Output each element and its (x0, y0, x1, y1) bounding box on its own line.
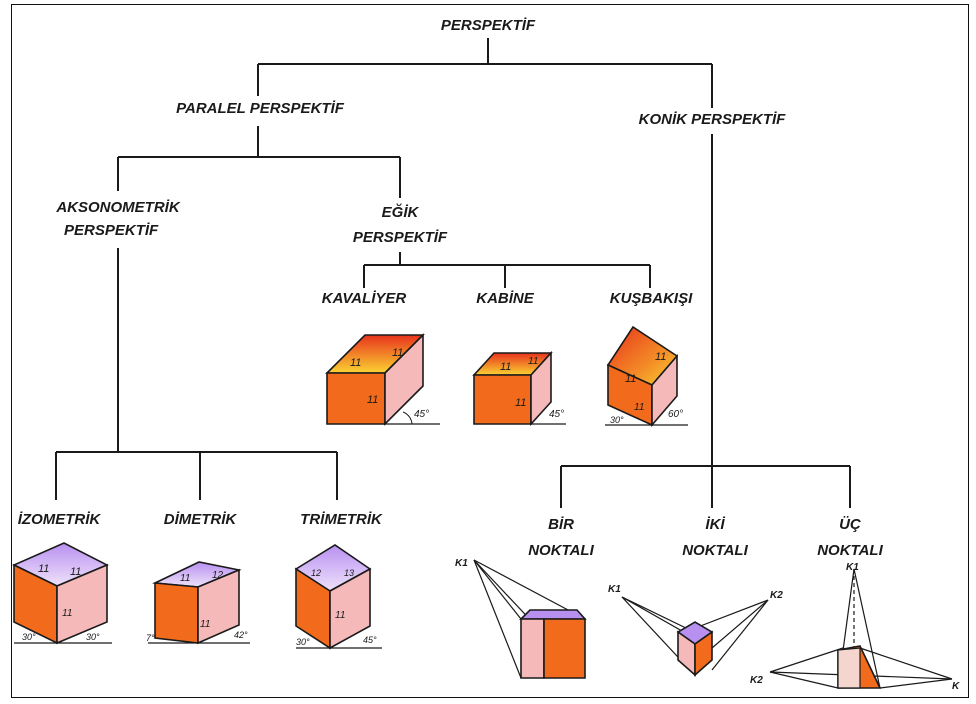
svg-text:11: 11 (367, 394, 378, 406)
uc-noktali-illustration: K1 K2 K (750, 562, 960, 692)
konik-perspektif-label: KONİK PERSPEKTİF (638, 111, 786, 128)
svg-text:30°: 30° (22, 632, 36, 642)
svg-text:45°: 45° (549, 409, 564, 420)
svg-text:11: 11 (70, 566, 81, 578)
kusbakisi-label: KUŞBAKIŞI (609, 290, 693, 307)
svg-text:11: 11 (500, 361, 511, 373)
svg-text:12: 12 (212, 570, 224, 581)
svg-text:K2: K2 (770, 590, 783, 601)
svg-text:11: 11 (634, 402, 644, 413)
uc-noktali-label: ÜÇ NOKTALI (805, 512, 895, 564)
svg-text:11: 11 (180, 573, 190, 584)
svg-text:11: 11 (200, 619, 210, 630)
trimetrik-label: TRİMETRİK (300, 511, 382, 528)
iki-line1: İKİ (705, 516, 725, 533)
svg-text:11: 11 (350, 357, 361, 369)
iki-noktali-illustration: K1 K2 (608, 584, 783, 677)
kabine-cube-illustration: 11 11 11 45° (472, 350, 566, 427)
bir-line2: NOKTALI (528, 542, 594, 559)
svg-text:11: 11 (528, 356, 538, 367)
egik-perspektif-label: EĞİK PERSPEKTİF (330, 200, 470, 250)
egik-line1: EĞİK (381, 204, 419, 221)
aksonometrik-perspektif-label: AKSONOMETRİK PERSPEKTİF (38, 196, 198, 242)
iki-line2: NOKTALI (682, 542, 748, 559)
izometrik-cube-illustration: 11 11 11 30° 30° (12, 542, 112, 645)
svg-text:K1: K1 (846, 562, 859, 573)
aksonometrik-line2: PERSPEKTİF (64, 222, 159, 239)
root-label: PERSPEKTİF (440, 17, 536, 34)
svg-text:K: K (952, 681, 960, 692)
kavaliyer-label: KAVALİYER (321, 290, 407, 307)
svg-text:30°: 30° (610, 415, 624, 425)
svg-text:45°: 45° (363, 635, 377, 645)
svg-text:30°: 30° (86, 632, 100, 642)
izometrik-label: İZOMETRİK (17, 511, 101, 528)
svg-text:12: 12 (311, 568, 321, 578)
svg-text:11: 11 (515, 397, 526, 409)
svg-text:13: 13 (344, 568, 354, 578)
svg-text:11: 11 (655, 351, 666, 363)
svg-text:11: 11 (625, 373, 636, 385)
trimetrik-cube-illustration: 12 13 11 30° 45° (294, 544, 382, 650)
svg-text:11: 11 (62, 608, 72, 619)
svg-text:7°: 7° (146, 633, 155, 643)
bir-noktali-illustration: K1 (455, 558, 587, 679)
svg-text:K1: K1 (608, 584, 621, 595)
kabine-label: KABİNE (476, 290, 534, 307)
svg-text:42°: 42° (234, 630, 248, 640)
dimetrik-cube-illustration: 11 12 11 7° 42° (146, 561, 250, 645)
bir-line1: BİR (548, 516, 574, 533)
svg-text:11: 11 (335, 610, 345, 621)
egik-line2: PERSPEKTİF (352, 229, 448, 246)
kavaliyer-cube-illustration: 11 11 11 45° (325, 333, 440, 426)
svg-text:11: 11 (38, 563, 49, 575)
svg-text:K1: K1 (455, 558, 468, 569)
bir-noktali-label: BİR NOKTALI (516, 512, 606, 564)
aksonometrik-line1: AKSONOMETRİK (56, 199, 180, 216)
uc-line1: ÜÇ (839, 516, 861, 533)
iki-noktali-label: İKİ NOKTALI (670, 512, 760, 564)
tree-connectors (55, 38, 851, 508)
svg-text:30°: 30° (296, 637, 310, 647)
svg-text:K2: K2 (750, 675, 763, 686)
uc-line2: NOKTALI (817, 542, 883, 559)
svg-text:11: 11 (392, 347, 403, 359)
dimetrik-label: DİMETRİK (163, 511, 237, 528)
svg-text:45°: 45° (414, 409, 429, 420)
kusbakisi-cube-illustration: 11 11 11 30° 60° (605, 325, 688, 428)
svg-text:60°: 60° (668, 409, 683, 420)
paralel-perspektif-label: PARALEL PERSPEKTİF (176, 100, 344, 117)
